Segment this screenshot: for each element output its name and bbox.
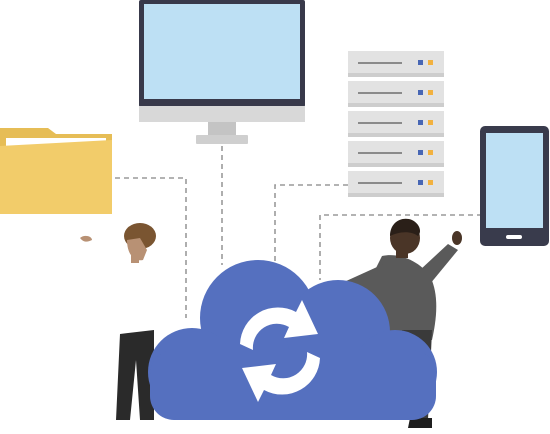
server-unit-shade <box>348 193 444 197</box>
server-unit-shade <box>348 103 444 107</box>
server-slot <box>358 92 402 94</box>
person-left-neck <box>131 255 139 263</box>
server-unit <box>348 81 444 107</box>
server-unit <box>348 141 444 167</box>
server-led-orange <box>428 150 433 155</box>
server-led-blue <box>418 60 423 65</box>
server-led-orange <box>428 120 433 125</box>
person-left-face <box>127 238 147 261</box>
monitor-chin <box>139 106 305 122</box>
monitor-screen <box>144 4 300 99</box>
server-led-orange <box>428 180 433 185</box>
server-slot <box>358 122 402 124</box>
server-led-blue <box>418 150 423 155</box>
server-slot <box>358 152 402 154</box>
connector-lines <box>115 146 482 318</box>
sync-icon <box>240 300 320 402</box>
monitor-icon <box>139 0 305 144</box>
server-unit <box>348 171 444 197</box>
server-slot <box>358 62 402 64</box>
server-rack-icon <box>348 51 444 197</box>
monitor-base <box>196 135 248 144</box>
tablet-screen <box>486 133 543 228</box>
server-led-blue <box>418 180 423 185</box>
person-left <box>80 223 156 420</box>
person-right-hair <box>390 218 420 236</box>
tablet-icon <box>480 126 549 246</box>
server-unit-shade <box>348 73 444 77</box>
person-right-raised-arm <box>420 244 458 284</box>
server-unit-shade <box>348 163 444 167</box>
connector-server <box>274 184 348 262</box>
server-unit-shade <box>348 133 444 137</box>
server-unit <box>348 111 444 137</box>
person-left-hand <box>80 235 92 242</box>
server-unit <box>348 51 444 77</box>
server-led-blue <box>418 120 423 125</box>
sync-arrow-bottom <box>242 352 320 402</box>
folder-icon <box>0 128 112 214</box>
server-led-orange <box>428 60 433 65</box>
folder-front <box>0 140 112 214</box>
tablet-home-button <box>506 235 522 239</box>
monitor-neck <box>208 122 236 136</box>
server-led-blue <box>418 90 423 95</box>
person-right-hand-raised <box>452 231 462 245</box>
person-left-legs <box>116 330 154 420</box>
server-slot <box>358 182 402 184</box>
connector-tablet <box>319 214 482 280</box>
connector-folder <box>115 177 187 318</box>
server-led-orange <box>428 90 433 95</box>
person-right-shoe <box>408 418 432 428</box>
sync-arrow-top <box>240 300 318 350</box>
